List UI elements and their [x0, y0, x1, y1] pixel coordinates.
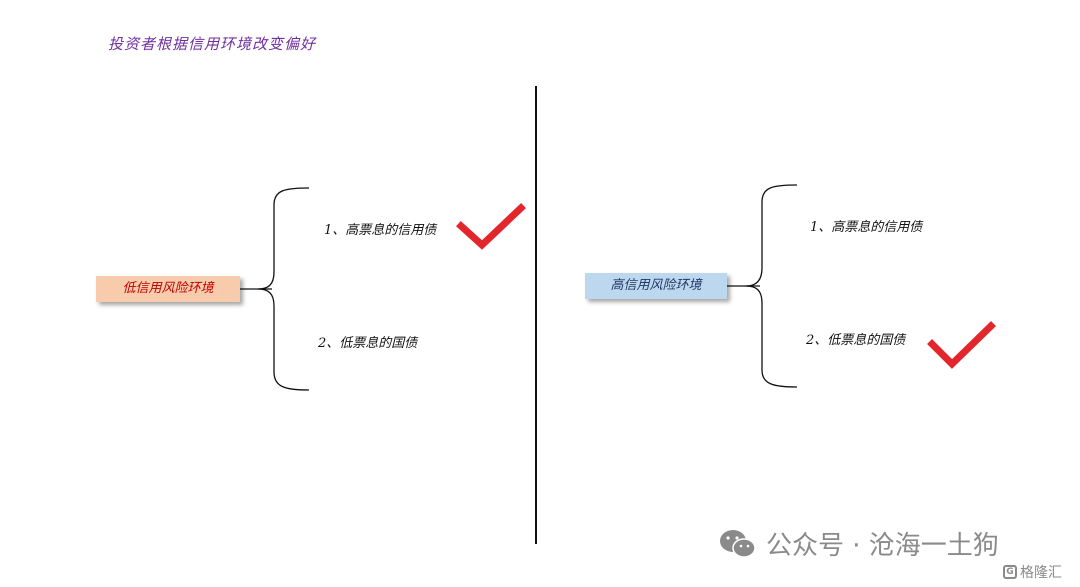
wechat-watermark: 公众号 · 沧海一土狗 [718, 525, 999, 562]
right-brace [745, 184, 798, 388]
low-credit-risk-environment-box: 低信用风险环境 [96, 276, 240, 302]
watermark-text: 公众号 · 沧海一土狗 [766, 531, 999, 561]
high-credit-risk-environment-box: 高信用风险环境 [585, 273, 727, 299]
check-icon [456, 203, 526, 250]
right-item-high-coupon-credit-bond: 1、高票息的信用债 [810, 220, 923, 235]
right-item-low-coupon-treasury: 2、低票息的国债 [806, 333, 906, 348]
wechat-icon [720, 529, 756, 558]
logo-text: 格隆汇 [1020, 565, 1062, 581]
left-item-high-coupon-credit-bond: 1、高票息的信用债 [324, 223, 437, 238]
center-divider [535, 86, 537, 544]
left-item-low-coupon-treasury: 2、低票息的国债 [318, 336, 418, 351]
diagram-title: 投资者根据信用环境改变偏好 [108, 35, 317, 53]
gelonghui-logo: G 格隆汇 [1003, 562, 1062, 582]
check-icon [927, 321, 996, 369]
gelonghui-logo-icon: G [1003, 565, 1017, 579]
left-brace [257, 187, 310, 391]
